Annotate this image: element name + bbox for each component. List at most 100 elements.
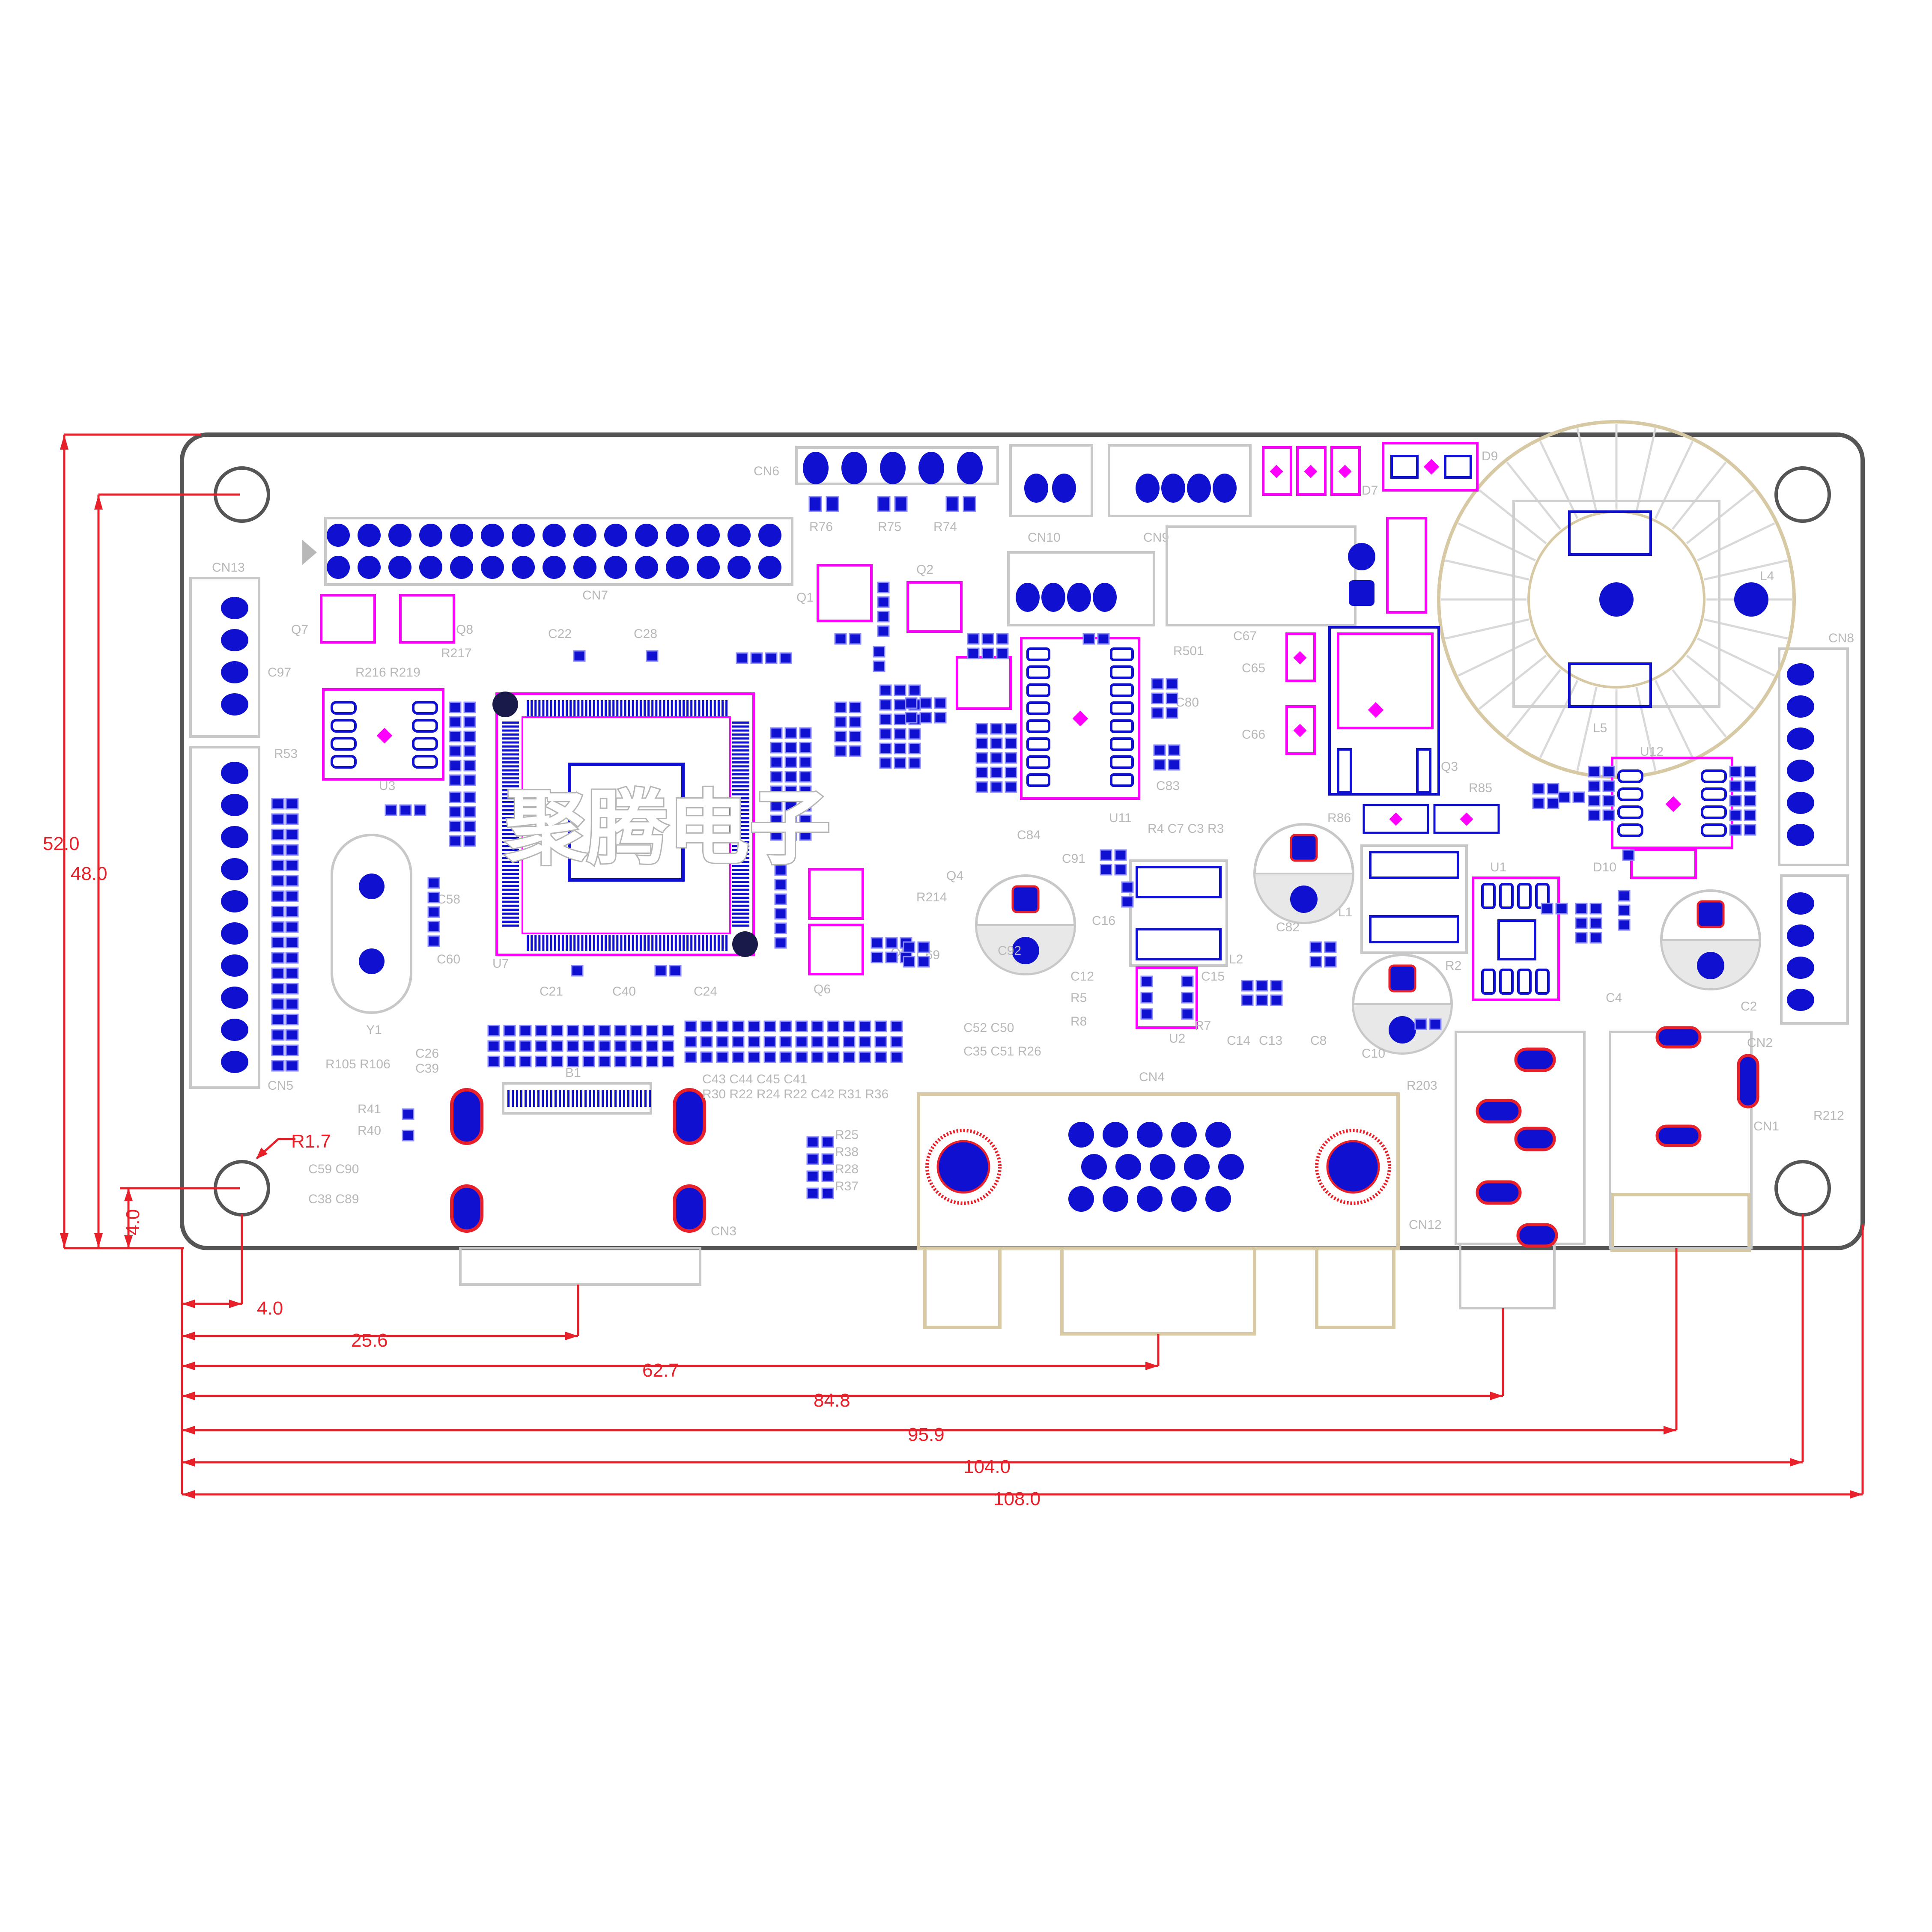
smd-pad (662, 1040, 674, 1052)
b1-pin (512, 1090, 514, 1107)
u3-pin (412, 737, 438, 751)
cn2-pin-array (1787, 892, 1814, 1011)
cn9-pin (1213, 474, 1237, 503)
u7-pin (732, 729, 749, 732)
smd-pad (917, 941, 930, 953)
cn4-pin (1171, 1122, 1197, 1148)
u7-pin (732, 737, 749, 740)
smd-pad (1547, 797, 1559, 809)
c2-label: C2 (1741, 999, 1757, 1014)
cn8-outline (1778, 647, 1849, 866)
u7-fiducial-top-left (492, 692, 518, 717)
q7-outline (320, 594, 376, 644)
cn3-audio-connector (450, 1088, 706, 1233)
u7-pin (581, 935, 584, 951)
smd-pad (871, 937, 883, 949)
smd-pad (967, 647, 980, 659)
u7-pin (732, 801, 749, 803)
cn8-pin (1787, 695, 1814, 718)
smd-pad (770, 800, 783, 812)
u7-pin (732, 785, 749, 787)
b1-pin (546, 1090, 548, 1107)
b1-pin (559, 1090, 561, 1107)
c10-label: C10 (1362, 1046, 1385, 1061)
left-smd-pad (285, 798, 299, 810)
cn7-pin (697, 524, 720, 547)
cn11-outline (1007, 551, 1155, 626)
u7-pin (502, 789, 519, 792)
arrow-h-start-84 (182, 1392, 195, 1400)
u2-label: U2 (1169, 1032, 1185, 1046)
u7-pin (577, 700, 580, 716)
l5-winding (1539, 441, 1579, 519)
smd-pad (908, 742, 921, 754)
u12-pin (1617, 823, 1643, 837)
cn12-pad (1476, 1180, 1522, 1205)
cn5-pin (221, 1051, 248, 1073)
smd-pad (1572, 791, 1585, 803)
smd-pad (427, 891, 440, 903)
u11-pin (1110, 719, 1134, 733)
smd-pad (874, 1051, 887, 1063)
u1-pin (1481, 969, 1496, 995)
cn7-pin (758, 524, 781, 547)
cn4-pin (1081, 1154, 1107, 1180)
u7-pin (710, 700, 712, 716)
u7-pin (732, 789, 749, 792)
u7-pin (706, 935, 708, 951)
u7-pin (502, 729, 519, 732)
u2-pin (1140, 975, 1153, 987)
u7-pin (600, 935, 603, 951)
left-smd-pad (271, 967, 285, 979)
u7-pin (569, 935, 572, 951)
l5-winding (1458, 637, 1536, 677)
cn6-resistor-pads (808, 496, 976, 512)
cn7-pin (635, 524, 658, 547)
u7-pin (581, 700, 584, 716)
smd-pad (885, 937, 898, 949)
b1-pin (529, 1090, 531, 1107)
u7-pin (732, 873, 749, 875)
u7-pin (732, 885, 749, 887)
r86-label: R86 (1327, 811, 1351, 825)
b1-pin (602, 1090, 604, 1107)
u7-pin (732, 829, 749, 832)
r28-label: R28 (835, 1162, 859, 1176)
left-smd-pad (285, 890, 299, 902)
cn5-pin (221, 922, 248, 945)
smd-pad (700, 1051, 713, 1063)
smd-pad (732, 1020, 745, 1032)
arrow-52-top (60, 435, 69, 450)
u7-pin (702, 700, 704, 716)
smd-pad (779, 1051, 792, 1063)
smd-pad (566, 1055, 579, 1067)
smd-pad (873, 646, 886, 658)
u1-pad (1497, 919, 1536, 960)
cn7-pin (512, 556, 535, 579)
b1-pin (555, 1090, 557, 1107)
u7-pin (702, 935, 704, 951)
c26-label: C26 (415, 1046, 439, 1061)
u7-pin (531, 935, 533, 951)
smd-pad (975, 737, 988, 749)
c82-label: C82 (1276, 920, 1300, 934)
smd-pad (811, 1051, 824, 1063)
u7-pin (732, 809, 749, 811)
cn4-mount-left-ring (925, 1129, 1002, 1205)
smd-pad (919, 697, 932, 709)
e-cap-pad-square (1696, 900, 1725, 928)
b1-pin (542, 1090, 544, 1107)
u2-pin (1140, 1008, 1153, 1020)
l1-outline (1360, 844, 1468, 954)
cn1-pad (1655, 1026, 1702, 1049)
smd-pad (821, 1170, 834, 1182)
u7-pin (589, 700, 591, 716)
smd-pad (1744, 824, 1756, 836)
b1-label: B1 (565, 1066, 581, 1080)
b1-pin (636, 1090, 638, 1107)
cn1-pad (1655, 1124, 1702, 1147)
smd-pad (449, 701, 462, 713)
smd-pad (890, 1020, 903, 1032)
cn2-outline (1780, 874, 1849, 1025)
cn2-pin (1787, 957, 1814, 979)
